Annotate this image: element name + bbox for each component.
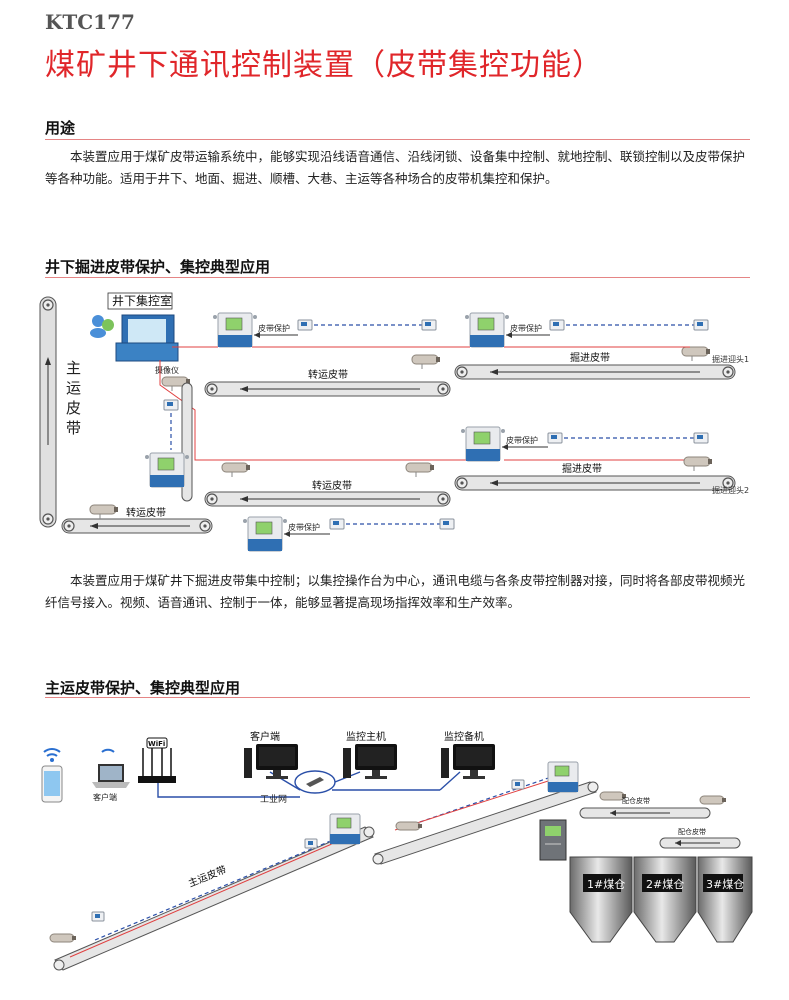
belt-protection-label: 皮带保护	[288, 522, 320, 532]
belt-controller	[460, 426, 506, 462]
camera-label: 摄像仪	[155, 365, 179, 375]
section-divider	[45, 277, 750, 278]
coal-bin-2	[633, 856, 697, 943]
main-belt-diagram: 客户端 WiFi 工业网 客户端 监控主机 监控备机 主运皮带	[41, 730, 753, 971]
transfer-belt-label: 转运皮带	[312, 479, 352, 492]
client-label: 客户端	[250, 730, 280, 743]
coal-bin-1-label: 1#煤仓	[587, 877, 625, 891]
main-belt-char: 运	[66, 379, 81, 397]
belt-controller	[144, 452, 190, 488]
sensor-icon	[163, 399, 179, 411]
sensor-icon	[304, 838, 318, 849]
feed-belt-label: 配仓皮带	[622, 796, 650, 805]
belt-controller	[212, 312, 258, 348]
feed-belt-label: 配仓皮带	[678, 827, 706, 836]
wifi-label: WiFi	[148, 740, 165, 748]
control-console	[115, 314, 179, 362]
camera-icon	[49, 933, 77, 943]
monitor-main-label: 监控主机	[346, 730, 386, 743]
transfer-belt-label: 转运皮带	[308, 368, 348, 381]
camera-icon	[395, 821, 423, 831]
transfer-belt-label: 转运皮带	[126, 506, 166, 519]
belt-controller	[329, 813, 361, 845]
camera-icon	[221, 462, 251, 478]
camera-icon	[89, 504, 119, 520]
driving-belt-label: 掘进皮带	[562, 462, 602, 475]
main-belt-incline-1	[54, 826, 374, 971]
sensor-icon	[297, 319, 313, 331]
router-icon	[138, 737, 176, 783]
control-cabinet	[539, 819, 567, 861]
belt-controller	[547, 761, 579, 793]
coal-bin-3-label: 3#煤仓	[706, 877, 744, 891]
belt-controller	[242, 516, 288, 552]
sensor-icon	[329, 518, 345, 530]
monitor-backup-label: 监控备机	[444, 730, 484, 743]
usage-paragraph: 本装置应用于煤矿皮带运输系统中，能够实现沿线语音通信、沿线闭锁、设备集中控制、就…	[45, 149, 746, 186]
section-tunnel-title: 井下掘进皮带保护、集控典型应用	[45, 258, 271, 276]
phone-icon	[41, 765, 63, 803]
page-title: 煤矿井下通讯控制装置（皮带集控功能）	[45, 48, 603, 83]
main-belt-label: 主运皮带	[186, 863, 228, 890]
section-divider	[45, 139, 750, 140]
heading-1-label: 掘进迎头1	[712, 354, 749, 364]
sensor-icon	[693, 319, 709, 331]
wifi-icon	[43, 748, 61, 762]
laptop-icon	[92, 748, 130, 788]
section-main-title: 主运皮带保护、集控典型应用	[45, 679, 241, 697]
main-belt-label: 主 运 皮 带	[66, 359, 86, 437]
heading-2-label: 掘进迎头2	[712, 485, 749, 495]
monitor-main-pc-icon	[343, 744, 397, 779]
control-room-label: 井下集控室	[112, 293, 172, 308]
sensor-icon	[439, 518, 455, 530]
operators-icon	[90, 315, 114, 338]
sensor-icon	[91, 911, 105, 922]
belt-protection-label: 皮带保护	[510, 323, 542, 333]
sensor-icon	[547, 432, 563, 444]
belt-protection-label: 皮带保护	[506, 435, 538, 445]
section-usage-title: 用途	[45, 119, 76, 137]
camera-icon	[405, 462, 435, 478]
client-label-small: 客户端	[93, 792, 117, 802]
tunnel-belt-diagram: 主 运 皮 带 井下集控室 摄像仪 转运皮带 掘进皮带 掘进迎头1 皮带保护 皮…	[39, 292, 749, 552]
sensor-icon	[421, 319, 437, 331]
camera-icon	[683, 456, 713, 472]
belt-protection-label: 皮带保护	[258, 323, 290, 333]
main-belt-char: 皮	[66, 399, 81, 417]
camera-icon	[681, 346, 711, 362]
main-belt-char: 带	[66, 419, 81, 437]
monitor-backup-pc-icon	[441, 744, 495, 779]
driving-belt-label: 掘进皮带	[570, 351, 610, 364]
coal-bin-2-label: 2#煤仓	[646, 877, 684, 891]
coal-bin-1	[569, 856, 633, 943]
tunnel-paragraph: 本装置应用于煤矿井下掘进皮带集中控制；以集控操作台为中心，通讯电缆与各条皮带控制…	[45, 573, 746, 610]
industrial-net-label: 工业网	[260, 794, 287, 805]
sensor-icon	[693, 432, 709, 444]
camera-icon	[411, 354, 441, 370]
belt-controller	[464, 312, 510, 348]
coal-bin-3	[697, 856, 753, 943]
sensor-icon	[549, 319, 565, 331]
camera-icon	[699, 795, 727, 805]
main-belt-char: 主	[66, 359, 81, 377]
section-divider	[45, 697, 750, 698]
sensor-icon	[511, 779, 525, 790]
model-number: KTC177	[45, 10, 135, 34]
client-pc-icon	[244, 744, 298, 779]
